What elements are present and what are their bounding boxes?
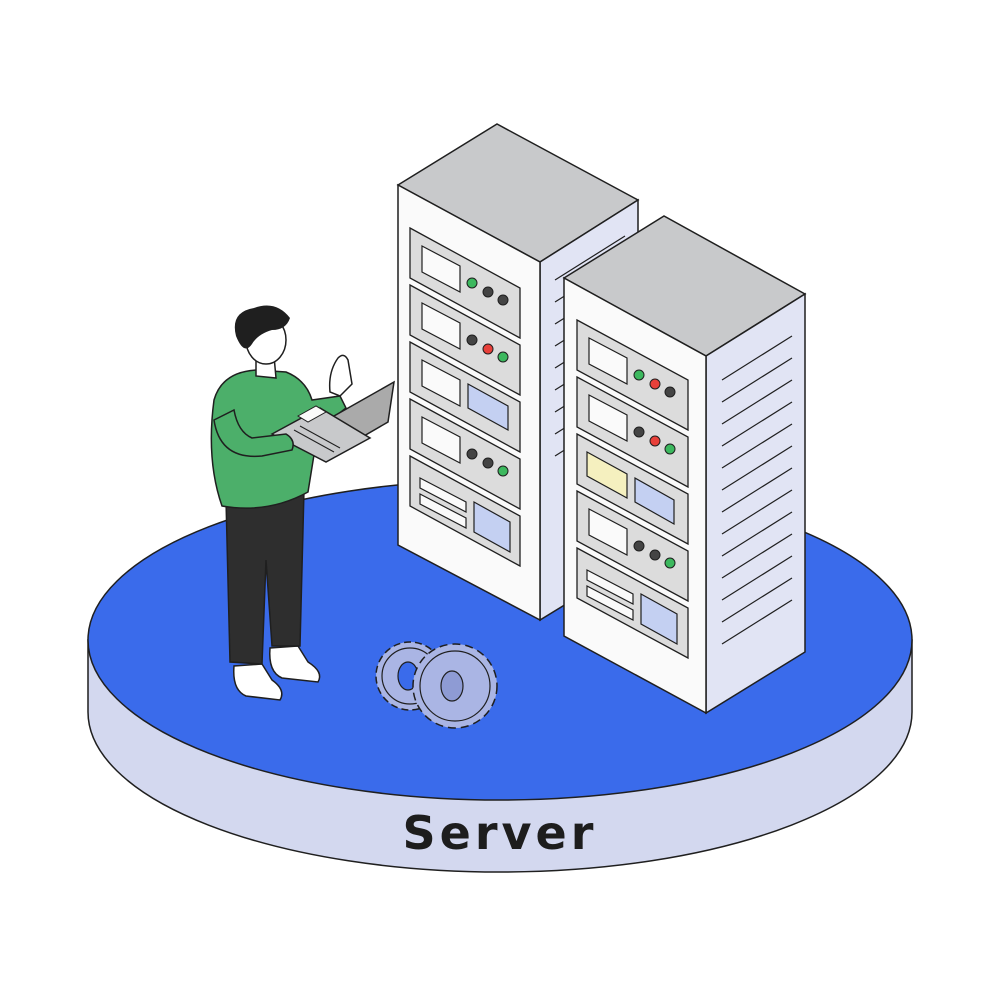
rack-right-side: [705, 292, 806, 715]
shoe-right: [269, 645, 321, 683]
pants: [225, 489, 305, 665]
hair: [234, 305, 290, 349]
rack-right-slots: [576, 318, 689, 660]
rack-right-vents: [721, 335, 793, 645]
rack-left-slots: [409, 226, 521, 568]
laptop-trackpad: [297, 405, 327, 423]
laptop-icon: [270, 380, 395, 463]
server-rack-right: [562, 215, 807, 715]
person-figure: [210, 305, 395, 701]
gear-large: [412, 643, 498, 729]
hand-raised: [328, 354, 353, 397]
arm-left: [213, 408, 294, 458]
shoe-left: [233, 663, 283, 701]
gear-icon: [375, 641, 498, 729]
caption-label: Server: [402, 806, 598, 860]
